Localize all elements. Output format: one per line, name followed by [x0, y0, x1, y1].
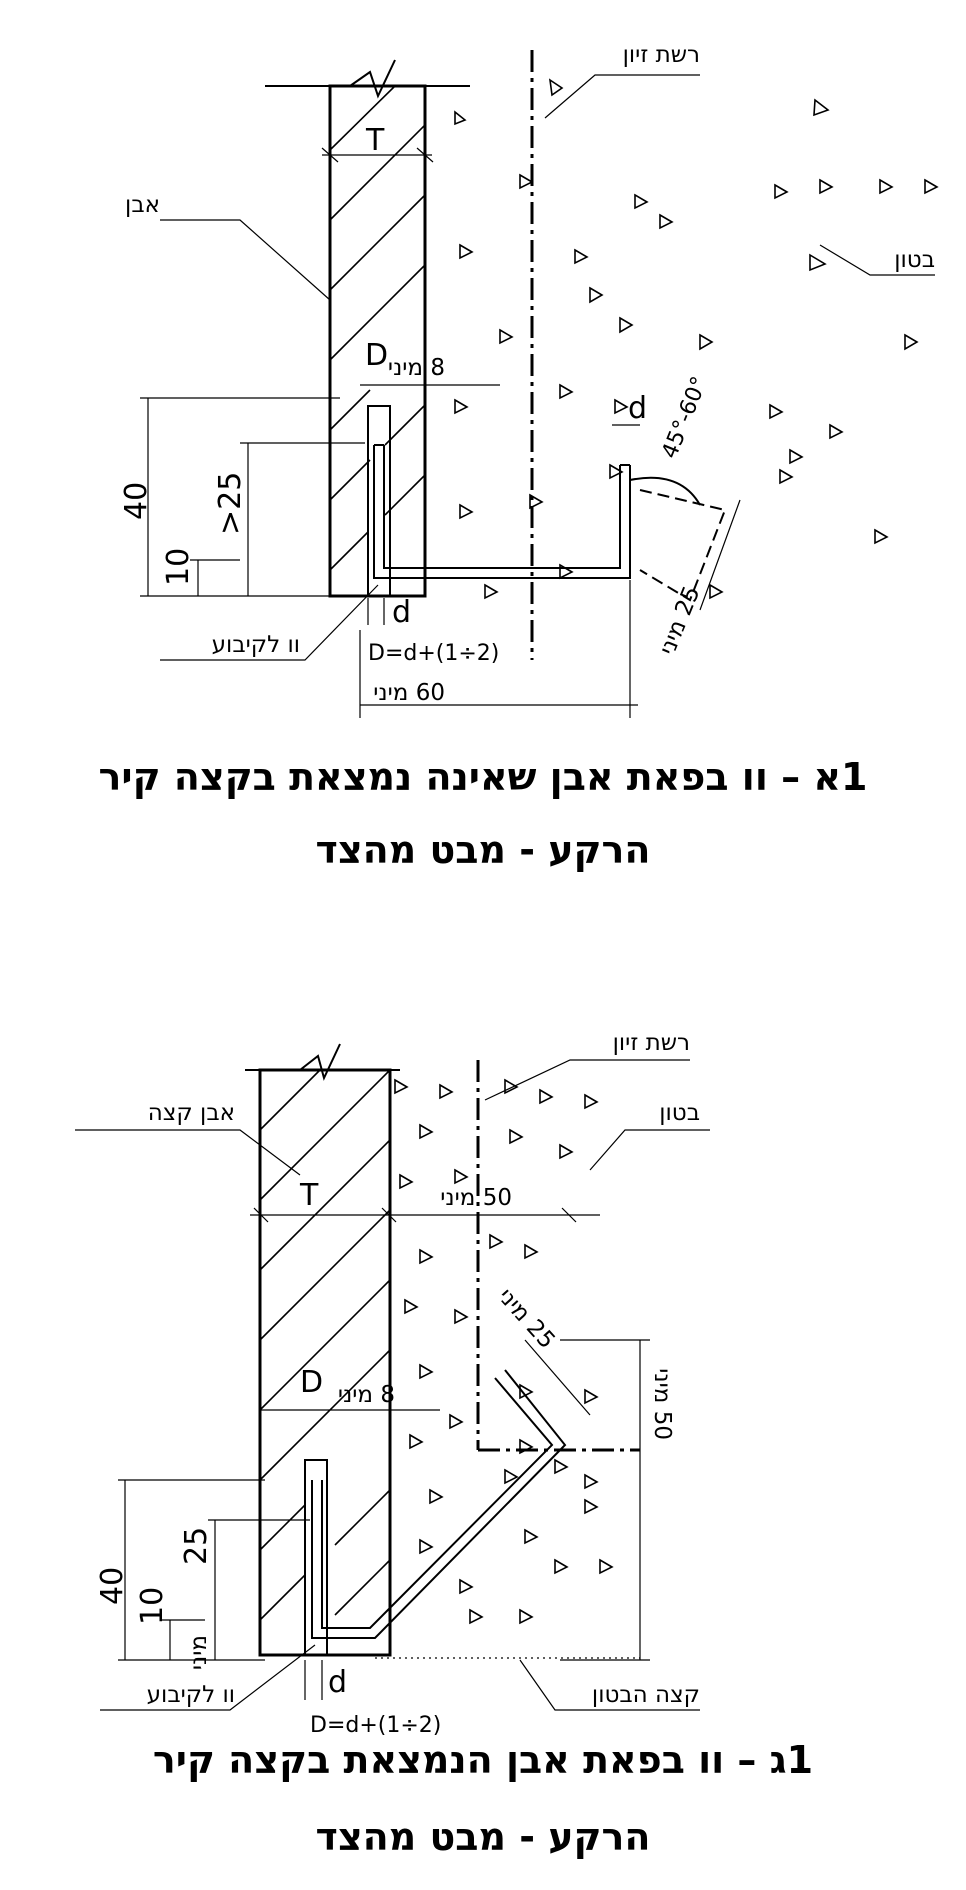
label-min-25-a: 25 מיני [655, 583, 706, 659]
hook-rebar [373, 445, 631, 579]
figure-a-drawing: T D 8 מיני d 40 10 >25 45°-60° 25 מיני d… [119, 42, 939, 718]
label-T: T [365, 123, 385, 158]
concrete-aggregate-a [454, 78, 939, 600]
label-d-top: d [628, 391, 647, 426]
label-concrete-a: בטון [894, 247, 935, 273]
label-min-25-b: 25 מיני [493, 1283, 560, 1354]
label-concrete-b: בטון [659, 1100, 700, 1126]
label-rebar-mesh-b: רשת זיון [613, 1030, 690, 1056]
label-dim-40-b: 40 [95, 1567, 130, 1605]
label-min-50-top: 50 מיני [440, 1185, 512, 1211]
label-hook-fix-a: וו לקיבוע [212, 632, 300, 658]
label-edge-stone: אבן קצה [148, 1100, 235, 1126]
label-min-50-side: 50 מיני [649, 1368, 675, 1440]
label-min-b: מיני [186, 1635, 212, 1670]
concrete-aggregate-b [394, 1078, 614, 1625]
label-dim-25-b: 25 [179, 1527, 214, 1565]
label-stone-a: אבן [125, 192, 160, 218]
label-dim-40-a: 40 [119, 482, 154, 520]
label-rebar-mesh-a: רשת זיון [623, 42, 700, 68]
figure-a-caption-line2: הרקע - מבט מהצד [315, 828, 651, 872]
label-D: D [365, 338, 388, 373]
label-D-b: D [300, 1365, 323, 1400]
figure-b-caption-line1: 1ג – וו בפאת אבן הנמצאת בקצה קיר [152, 1738, 814, 1782]
edge-hook-rebar [311, 1369, 567, 1639]
stone-hatch [329, 85, 426, 571]
label-dim-10-a: 10 [161, 548, 196, 586]
label-min-8-b: 8 מיני [338, 1382, 395, 1408]
figure-a-caption-line1: 1א – וו בפאת אבן שאינה נמצאת בקצה קיר [98, 755, 868, 799]
label-formula-b: D=d+(1÷2) [310, 1713, 441, 1738]
figure-b-caption-line2: הרקע - מבט מהצד [315, 1815, 651, 1859]
figure-b-drawing: T 50 מיני 25 מיני D 8 מיני 40 10 25 מיני… [75, 1030, 710, 1738]
edge-stone-block [258, 1068, 392, 1657]
label-formula-a: D=d+(1÷2) [368, 641, 499, 666]
edge-stone-hatch [259, 1069, 391, 1621]
label-dim-25-a: >25 [213, 472, 248, 535]
stone-slot [367, 405, 391, 597]
label-dim-10-b: 10 [135, 1587, 170, 1625]
label-concrete-edge: קצה הבטון [592, 1682, 700, 1708]
label-min-8-a: 8 מיני [388, 355, 445, 381]
label-d-bottom: d [392, 595, 411, 630]
label-min-60: 60 מיני [373, 680, 445, 706]
label-T-b: T [299, 1178, 319, 1213]
label-angle: 45°-60° [657, 373, 712, 462]
label-hook-fix-b: וו לקיבוע [147, 1682, 235, 1708]
edge-stone-slot [304, 1459, 328, 1656]
label-d-b: d [328, 1665, 347, 1700]
